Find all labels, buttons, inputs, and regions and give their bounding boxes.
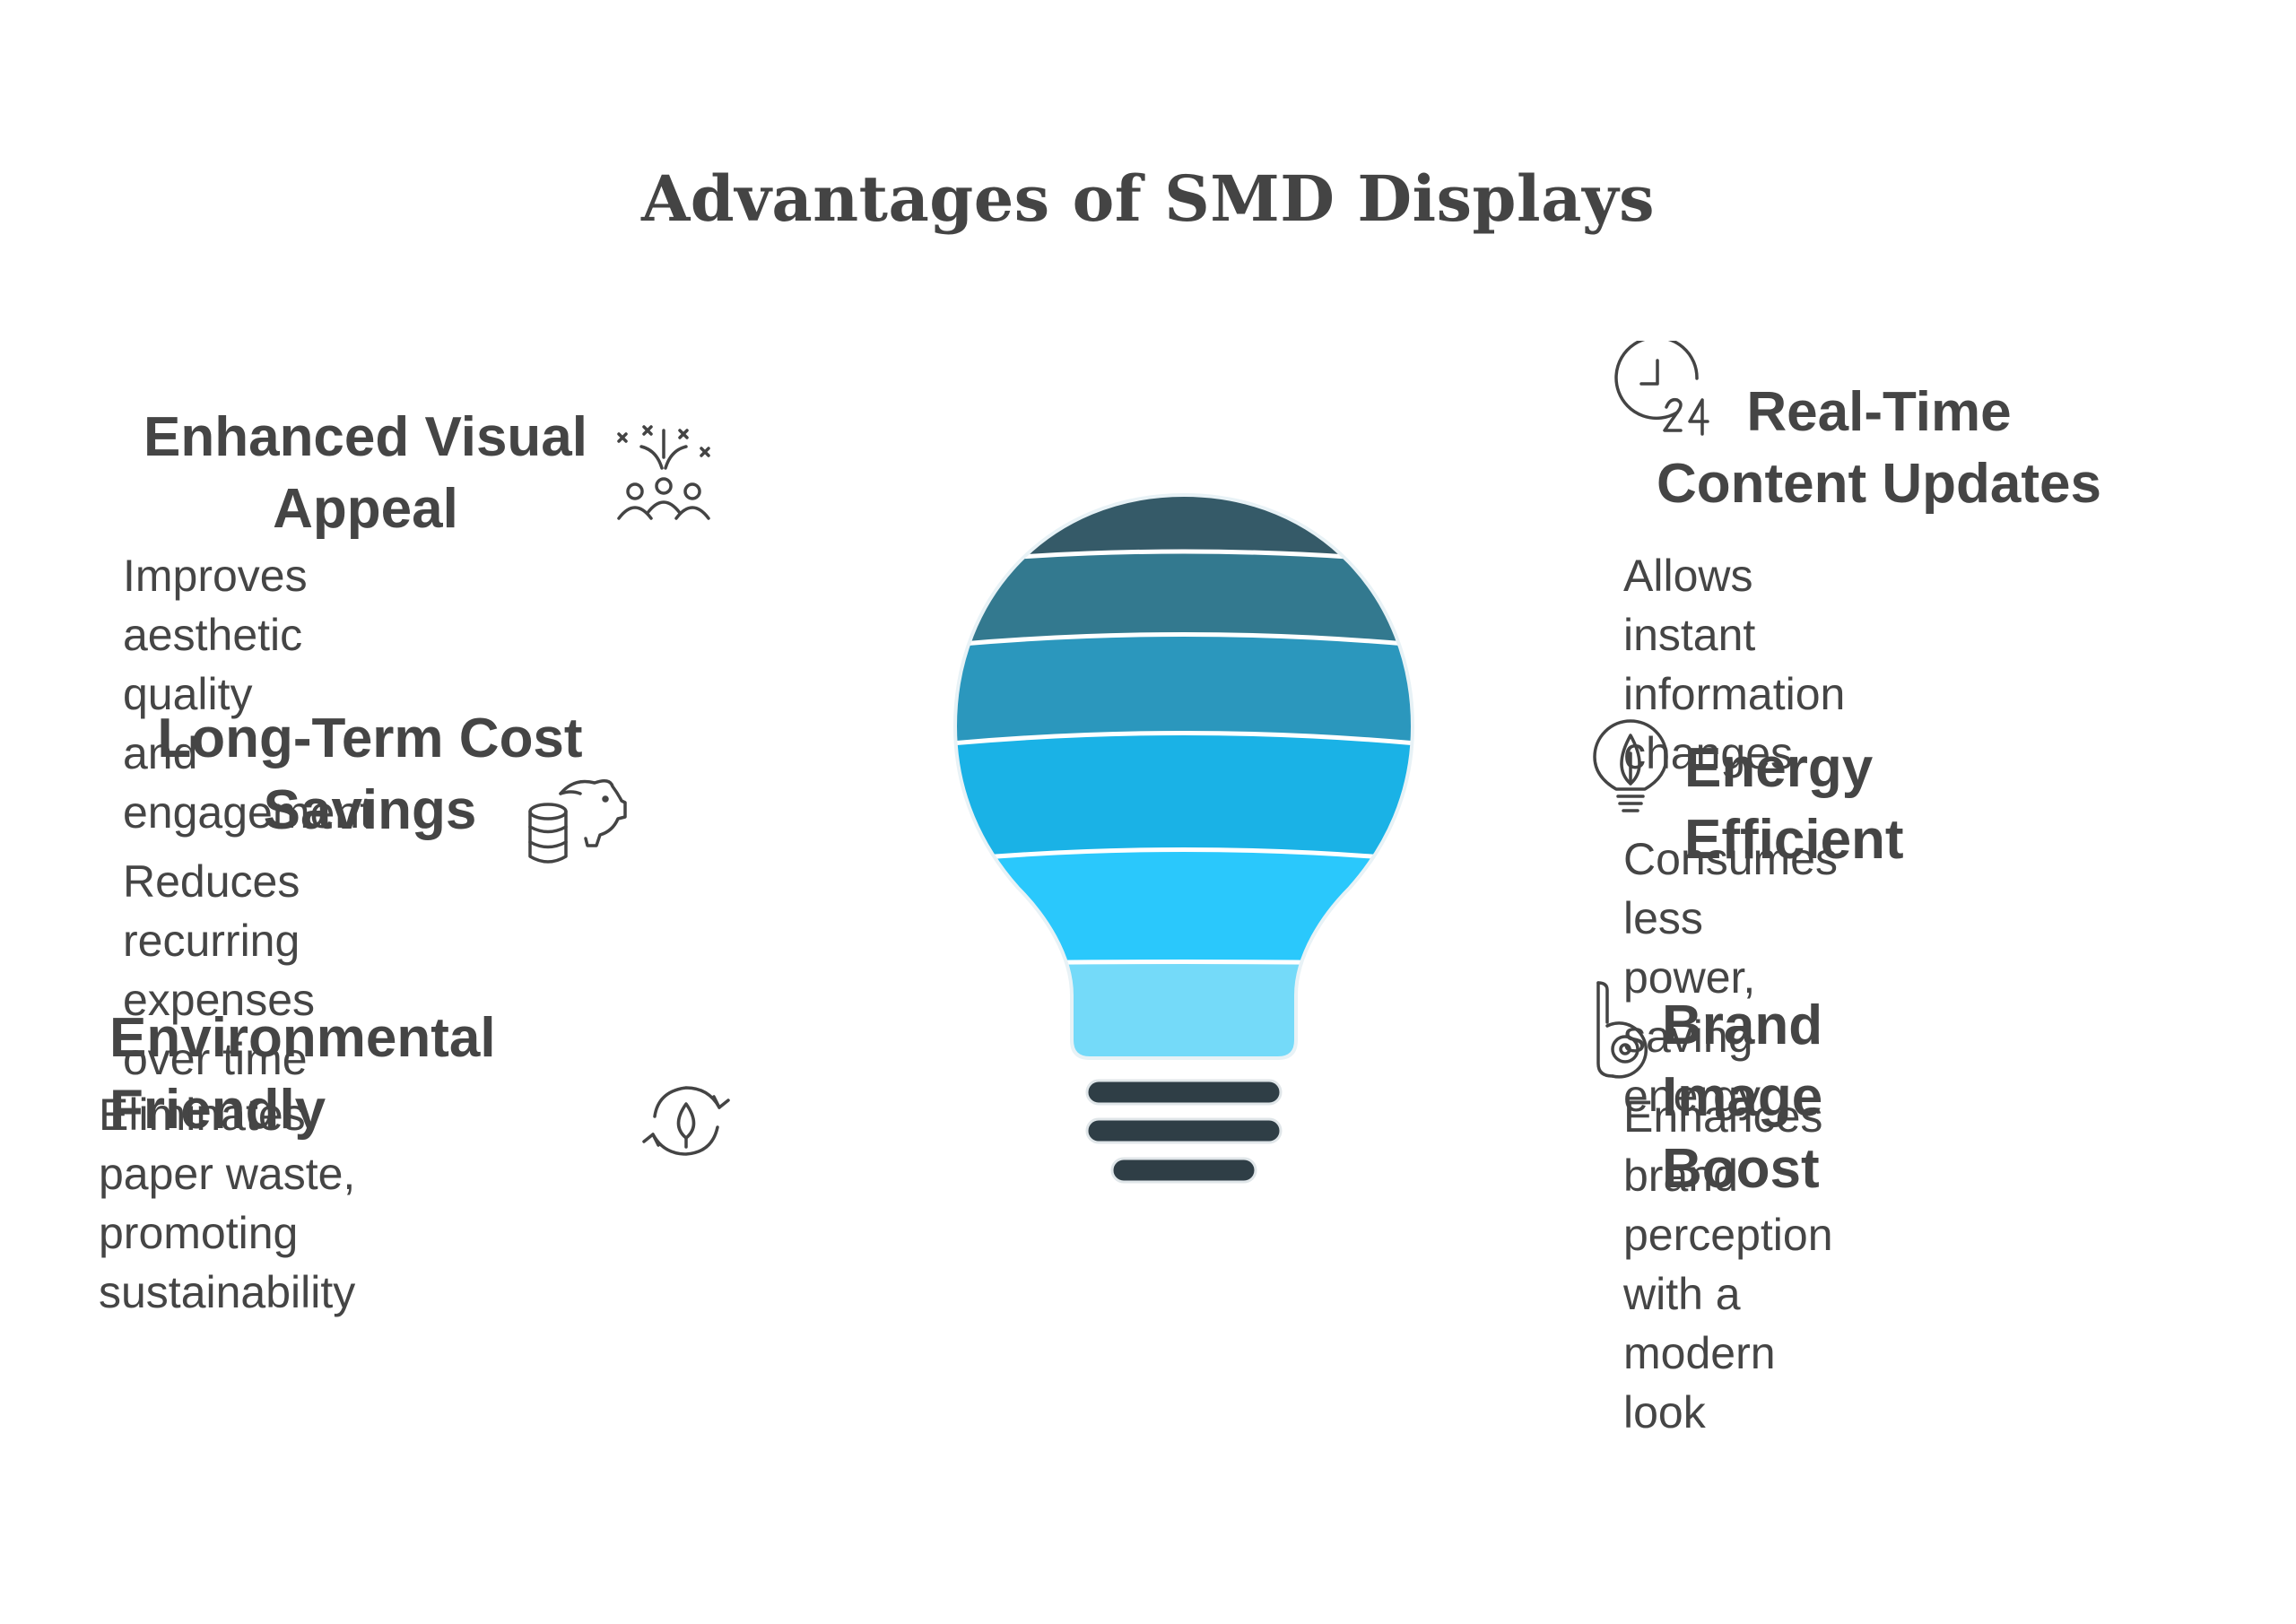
leaf-bulb-icon — [1589, 717, 1672, 816]
advantage-description: Enhances brand perception with a modern … — [1623, 1091, 1833, 1437]
advantage-description: Reduces recurring expenses over time — [123, 856, 316, 1084]
advantage-description: Eliminates paper waste, promoting sustai… — [99, 1090, 356, 1317]
advantage-heading: Environmental Friendly — [109, 1007, 496, 1141]
bulb-base-ring-3 — [1110, 1157, 1257, 1184]
advantage-heading: Brand Image Boost — [1662, 994, 1823, 1200]
advantage-heading: Long-Term Cost Savings — [157, 708, 583, 841]
bulb-layer-5 — [955, 849, 1413, 964]
leaf-recycle-icon — [637, 1081, 735, 1161]
clock-24-icon — [1614, 341, 1718, 444]
bulb-layer-4 — [955, 733, 1413, 861]
advantage-heading: Enhanced Visual Appeal — [143, 406, 588, 540]
advantage-description: Allows instant information changes — [1623, 551, 1846, 778]
bulb-base-ring-2 — [1085, 1117, 1283, 1144]
advantage-heading: Energy Efficient — [1684, 737, 1904, 871]
diagram-title: Advantages of SMD Displays — [640, 161, 1656, 236]
advantage-description: Improves aesthetic quality and engagemen… — [123, 551, 373, 838]
brand-b-icon — [1586, 977, 1659, 1081]
bulb-layer-3 — [955, 634, 1413, 744]
advantage-heading: Real-Time Content Updates — [1657, 381, 2101, 515]
light-bulb-graphic — [952, 492, 1415, 1184]
bulb-layer-2 — [955, 551, 1413, 646]
audience-sparkle-icon — [610, 421, 718, 529]
advantage-description: Consumes less power, saving energy — [1623, 834, 1838, 1121]
piggy-bank-coins-icon — [525, 767, 628, 870]
bulb-base-ring-1 — [1085, 1079, 1283, 1106]
